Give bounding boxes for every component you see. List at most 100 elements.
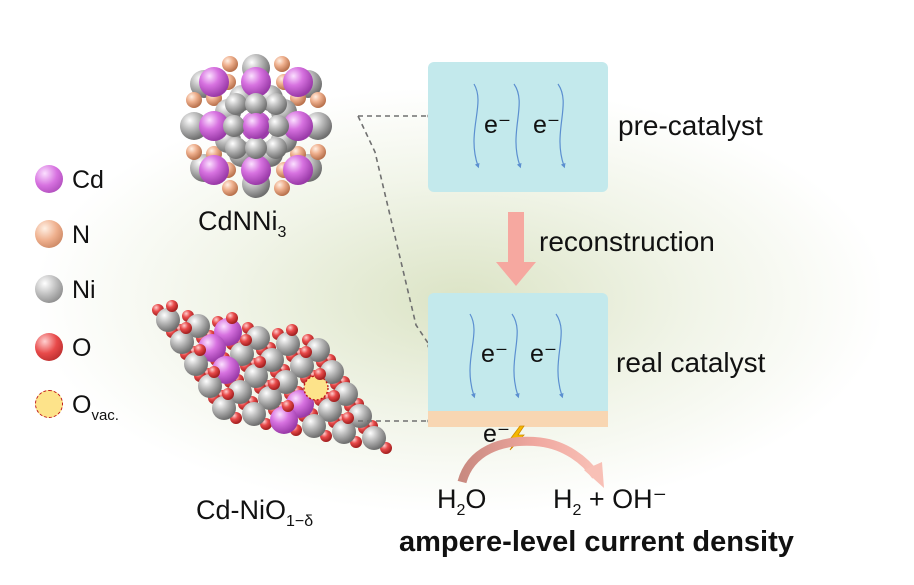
precatalyst-electron-2: e⁻ — [533, 111, 561, 139]
cd-atom — [243, 113, 269, 139]
realcatalyst-formula: Cd-NiO1−δ — [196, 495, 314, 530]
ni-atom — [320, 360, 344, 384]
ni-atom — [225, 93, 247, 115]
o-atom — [328, 390, 340, 402]
ni-atom — [276, 332, 300, 356]
ni-atom — [244, 364, 268, 388]
cd-atom — [199, 67, 229, 97]
realcatalyst-label: real catalyst — [616, 347, 766, 378]
o-atom-icon — [35, 333, 63, 361]
ni-atom — [225, 137, 247, 159]
n-atom — [186, 92, 202, 108]
o-atom — [342, 412, 354, 424]
n-atom-icon — [35, 220, 63, 248]
o-atom — [240, 334, 252, 346]
ni-atom — [245, 137, 267, 159]
o-atom — [282, 400, 294, 412]
legend-label-o: O — [72, 334, 92, 362]
legend-label-ovac: Ovac. — [72, 391, 119, 424]
connector-lines — [357, 115, 431, 422]
reaction-arc-arrow — [457, 436, 600, 484]
ni-atom — [334, 382, 358, 406]
reaction-reactant: H2O — [437, 484, 487, 519]
n-atom — [274, 180, 290, 196]
catalyst-surface-strip — [428, 411, 608, 427]
oxygen-vacancy — [303, 375, 329, 401]
cd-atom — [199, 155, 229, 185]
ni-atom — [212, 396, 236, 420]
n-atom — [222, 56, 238, 72]
cd-atom — [283, 111, 313, 141]
ni-atom — [318, 398, 342, 422]
ni-atom-icon — [35, 275, 63, 303]
ni-atom — [290, 354, 314, 378]
reconstruction-arrow-icon — [496, 212, 536, 286]
ni-atom — [348, 404, 372, 428]
oxygen-vacancy-icon — [35, 390, 63, 418]
ni-atom — [265, 93, 287, 115]
precatalyst-box — [428, 62, 608, 192]
ni-atom — [306, 338, 330, 362]
ni-atom — [156, 308, 180, 332]
o-atom — [226, 312, 238, 324]
cd-atom — [241, 67, 271, 97]
o-atom — [268, 378, 280, 390]
cd-atom — [270, 406, 298, 434]
o-atom — [180, 322, 192, 334]
cd-atom — [199, 111, 229, 141]
precatalyst-label: pre-catalyst — [618, 110, 763, 141]
ni-atom — [184, 352, 208, 376]
o-atom — [208, 366, 220, 378]
legend-label-ni: Ni — [72, 276, 96, 304]
realcatalyst-box — [428, 293, 608, 423]
cd-atom — [283, 155, 313, 185]
precatalyst-electron-paths — [473, 83, 566, 169]
ni-atom — [332, 420, 356, 444]
reaction-product: H2 + OH⁻ — [553, 484, 667, 519]
o-atom — [166, 300, 178, 312]
ni-atom — [274, 370, 298, 394]
ni-atom — [245, 93, 267, 115]
reaction-arrowhead-icon — [584, 462, 604, 488]
o-atom — [286, 324, 298, 336]
cd-atom — [212, 356, 240, 384]
cd-atom — [198, 334, 226, 362]
realcatalyst-electron-paths — [469, 313, 564, 399]
n-atom — [222, 180, 238, 196]
ni-atom — [362, 426, 386, 450]
precatalyst-formula: CdNNi3 — [198, 206, 287, 241]
ni-atom — [267, 115, 289, 137]
cdnni3-crystal-cluster — [180, 54, 332, 198]
reconstruction-label: reconstruction — [539, 226, 715, 257]
cd-atom — [283, 67, 313, 97]
n-atom — [186, 144, 202, 160]
ni-atom — [198, 374, 222, 398]
ni-atom — [228, 380, 252, 404]
ni-atom — [258, 386, 282, 410]
cd-atom-icon — [35, 165, 63, 193]
legend-label-cd: Cd — [72, 166, 104, 194]
o-atom — [300, 346, 312, 358]
ni-atom — [186, 314, 210, 338]
cd-atom — [241, 155, 271, 185]
realcatalyst-electron-1: e⁻ — [481, 340, 509, 368]
ni-atom — [265, 137, 287, 159]
o-atom — [194, 344, 206, 356]
n-atom — [274, 56, 290, 72]
n-atom — [310, 144, 326, 160]
cd-nio-crystal-cluster — [152, 300, 392, 454]
ni-atom — [230, 342, 254, 366]
ni-atom — [302, 414, 326, 438]
precatalyst-electron-1: e⁻ — [484, 111, 512, 139]
o-atom — [222, 388, 234, 400]
ni-atom — [246, 326, 270, 350]
legend-label-n: N — [72, 221, 91, 249]
caption: ampere-level current density — [399, 526, 794, 558]
connector-line-reconstruction — [357, 115, 431, 347]
o-atom — [254, 356, 266, 368]
n-atom — [310, 92, 326, 108]
ni-atom — [223, 115, 245, 137]
ni-atom — [170, 330, 194, 354]
realcatalyst-electron-2: e⁻ — [530, 340, 558, 368]
